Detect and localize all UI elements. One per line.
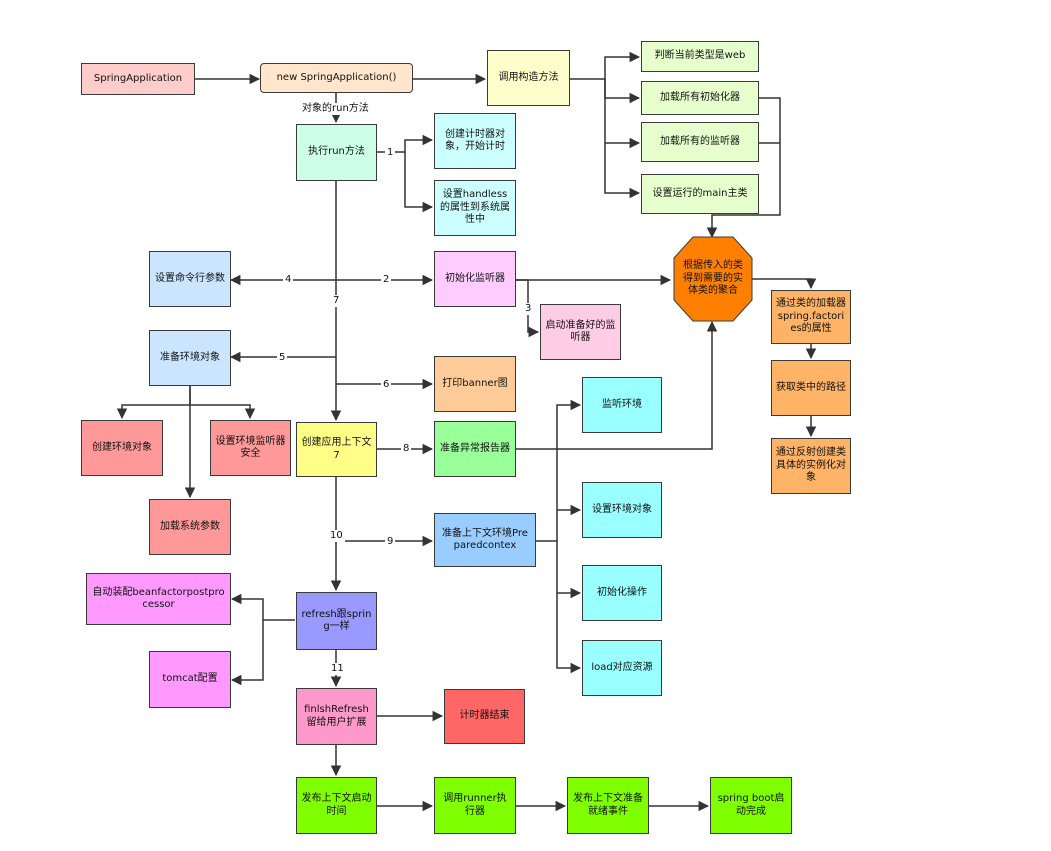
node-load-initializers: 加载所有初始化器 [641, 81, 759, 115]
node-octagon-aggregate: 根据传入的类得到需要的实体类的聚合 [683, 260, 743, 297]
edge-run-headless [404, 152, 434, 213]
node-finish-refresh: finlshRefresh留给用户扩展 [296, 688, 377, 745]
edge-refresh-auto [230, 593, 295, 621]
node-load-system-params: 加载系统参数 [149, 499, 231, 555]
edge-label-1: 1 [385, 147, 396, 159]
node-refresh: refresh跟spring一样 [296, 592, 377, 650]
node-run-method: 执行run方法 [296, 124, 377, 181]
edge-prepenv-envlistener [190, 404, 256, 420]
edge-label-6: 6 [381, 379, 392, 391]
edge-label-run-call: 对象的run方法 [300, 103, 371, 115]
edge-init-to-octagon [706, 97, 781, 239]
edge-octagon-viaclass [750, 278, 817, 290]
node-set-env-object: 设置环境对象 [582, 482, 662, 538]
node-prepare-context-env: 准备上下文环境Preparedcontex [434, 513, 536, 567]
octagon-shape [673, 236, 753, 322]
edge-prepctx-listen [536, 399, 582, 542]
edge-label-2: 2 [381, 274, 392, 286]
edge-label-10: 10 [328, 530, 345, 542]
node-prepare-env: 准备环境对象 [149, 330, 231, 386]
edge-label-7: 7 [331, 295, 342, 307]
edge-label-9: 9 [385, 536, 396, 548]
edge-constructor-init [604, 79, 641, 104]
edge-label-3: 3 [523, 303, 534, 315]
node-env-listener-security: 设置环境监听器安全 [210, 420, 291, 476]
node-load-listeners: 加载所有的监听器 [641, 122, 759, 162]
node-set-headless: 设置handless的属性到系统属性中 [434, 180, 516, 236]
edge-prepctx-initop [556, 541, 582, 599]
node-init-operation: 初始化操作 [582, 565, 662, 621]
node-set-args: 设置命令行参数 [149, 251, 231, 307]
node-publish-start-time: 发布上下文启动时间 [296, 777, 377, 834]
node-print-banner: 打印banner图 [434, 356, 516, 412]
edge-label-4: 4 [283, 274, 294, 286]
edge-exception-octagon [516, 320, 718, 450]
node-get-class-path: 获取类中的路径 [771, 360, 851, 416]
node-spring-boot-done: spring boot启动完成 [710, 777, 792, 834]
node-publish-ready-event: 发布上下文准备就绪事件 [567, 777, 649, 834]
node-auto-config: 自动装配beanfactorpostprocessor [86, 573, 231, 625]
edge-prepctx-load [556, 593, 582, 674]
node-call-constructor: 调用构造方法 [487, 50, 570, 106]
edge-constructor-listener [604, 79, 641, 149]
edge-constructor-web [570, 51, 641, 80]
node-new-spring-application: new SpringApplication() [260, 63, 413, 93]
node-timer-end: 计时器结束 [444, 689, 525, 744]
node-create-env: 创建环境对象 [81, 420, 163, 476]
node-listen-env: 监听环境 [582, 377, 662, 433]
node-call-runner: 调用runner执行器 [434, 777, 516, 834]
node-start-listener: 启动准备好的监听器 [540, 304, 621, 360]
node-tomcat-config: tomcat配置 [149, 651, 231, 708]
node-load-resources: load对应资源 [582, 640, 662, 696]
node-prepare-exception-reporter: 准备异常报告器 [434, 421, 516, 477]
node-reflect-instance: 通过反射创建类具体的实例化对象 [771, 438, 851, 494]
node-create-timer: 创建计时器对象，开始计时 [434, 113, 516, 169]
node-spring-application: SpringApplication [81, 63, 195, 95]
node-judge-web: 判断当前类型是web [641, 41, 759, 72]
edge-refresh-tomcat [230, 620, 264, 686]
edge-prepenv-createenv [116, 386, 191, 420]
edge-label-5: 5 [277, 352, 288, 364]
edge-label-11: 11 [329, 663, 346, 675]
node-create-context: 创建应用上下文 7 [296, 422, 377, 477]
edge-label-8: 8 [401, 443, 412, 455]
edge-constructor-main [604, 143, 641, 199]
node-init-listener: 初始化监听器 [434, 251, 516, 307]
node-via-class-loader: 通过类的加载器spring.factories的属性 [771, 290, 851, 344]
node-set-main-class: 设置运行的main主类 [641, 174, 759, 214]
